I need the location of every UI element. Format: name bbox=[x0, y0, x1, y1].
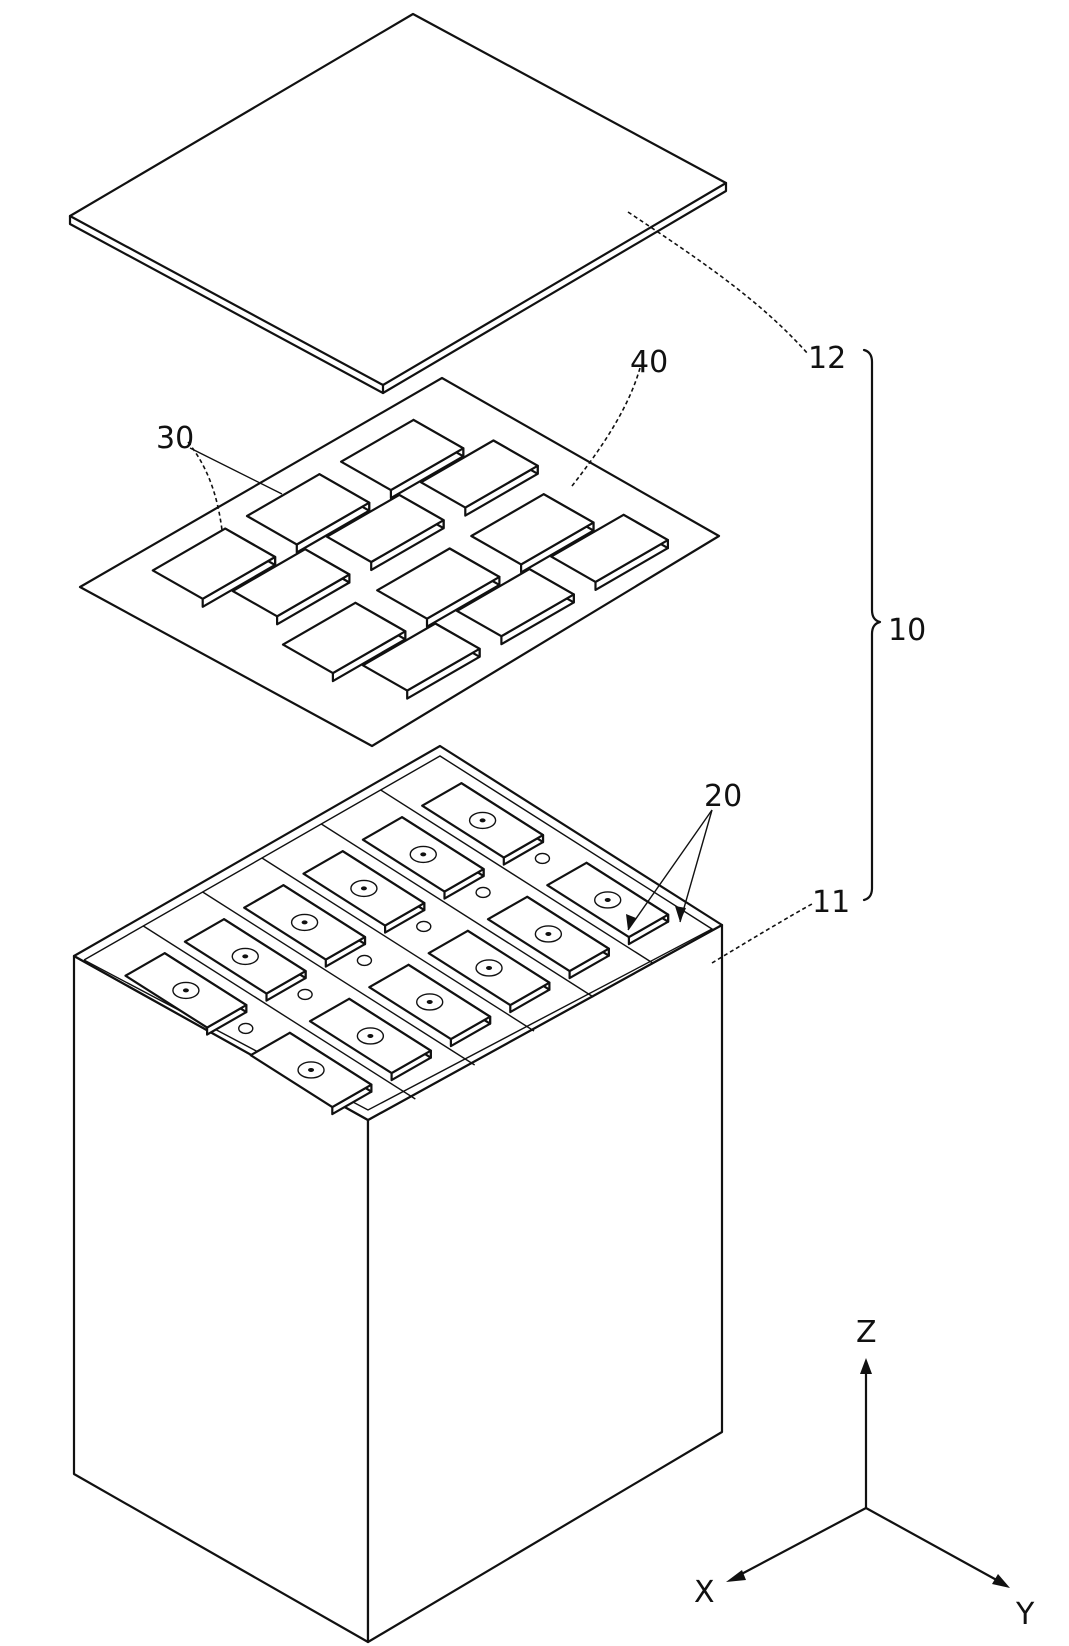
axis-label-x: X bbox=[694, 1575, 715, 1610]
label-housing-11: 11 bbox=[812, 885, 850, 920]
cell-5-terminal-1-hole bbox=[420, 852, 426, 856]
cell-2-terminal-1-hole bbox=[242, 954, 248, 958]
axis-indicator bbox=[726, 1358, 1010, 1588]
axis-label-z: Z bbox=[856, 1315, 877, 1350]
label-cover-12: 12 bbox=[808, 341, 846, 376]
cell-2-terminal-2-hole bbox=[367, 1034, 373, 1038]
assembly-bracket bbox=[864, 350, 880, 900]
cell-6-terminal-1-hole bbox=[480, 818, 486, 822]
label-assembly-10: 10 bbox=[888, 613, 926, 648]
label-cell-20: 20 bbox=[704, 779, 742, 814]
module-housing bbox=[74, 746, 722, 1642]
cell-6-terminal-2-hole bbox=[605, 898, 611, 902]
cell-1-terminal-2-hole bbox=[308, 1068, 314, 1072]
cell-4-terminal-1-hole bbox=[361, 886, 367, 890]
cell-4-terminal-2-hole bbox=[486, 966, 492, 970]
cell-5-terminal-2-hole bbox=[545, 932, 551, 936]
label-busbar-30: 30 bbox=[156, 421, 194, 456]
cell-1-terminal-1-hole bbox=[183, 988, 189, 992]
axis-label-y: Y bbox=[1015, 1597, 1035, 1632]
cell-3-terminal-2-hole bbox=[427, 1000, 433, 1004]
cell-3-terminal-1-hole bbox=[302, 920, 308, 924]
label-board-40: 40 bbox=[630, 345, 668, 380]
cover-plate bbox=[70, 14, 726, 393]
